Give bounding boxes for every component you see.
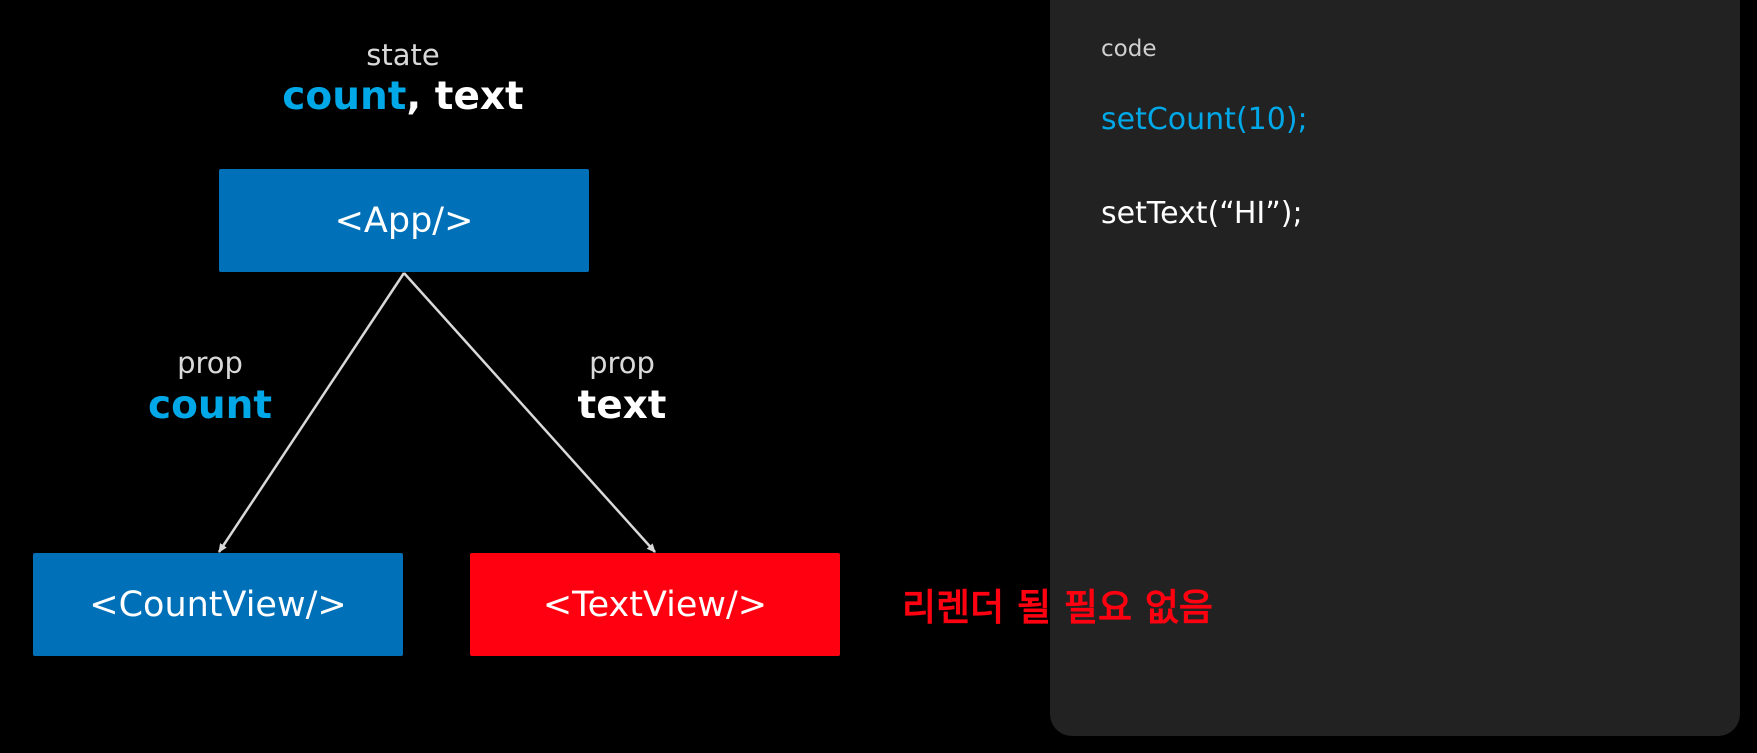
node-countview-label: <CountView/>: [89, 584, 347, 625]
edge-app-to-textview: [403, 272, 656, 553]
state-variables: count, text: [253, 74, 553, 119]
code-line-set-count: setCount(10);: [1101, 102, 1308, 137]
code-panel-title: code: [1101, 36, 1157, 62]
node-textview: <TextView/>: [470, 553, 840, 656]
node-app-label: <App/>: [334, 200, 474, 241]
state-var-count: count: [282, 74, 407, 119]
node-countview: <CountView/>: [33, 553, 403, 656]
prop-name-count: count: [147, 383, 273, 428]
no-rerender-note: 리렌더 될 필요 없음: [902, 586, 1213, 629]
state-separator: ,: [406, 74, 422, 119]
prop-name-text: text: [577, 383, 667, 428]
state-label: state: [366, 38, 440, 72]
prop-label-right: prop: [589, 346, 655, 380]
code-line-set-text: setText(“HI”);: [1101, 196, 1303, 231]
edge-app-to-countview: [217, 272, 406, 553]
node-app: <App/>: [219, 169, 589, 272]
prop-label-left: prop: [177, 346, 243, 380]
node-textview-label: <TextView/>: [542, 584, 768, 625]
code-panel: [1050, 0, 1740, 736]
state-var-text: text: [434, 74, 524, 119]
